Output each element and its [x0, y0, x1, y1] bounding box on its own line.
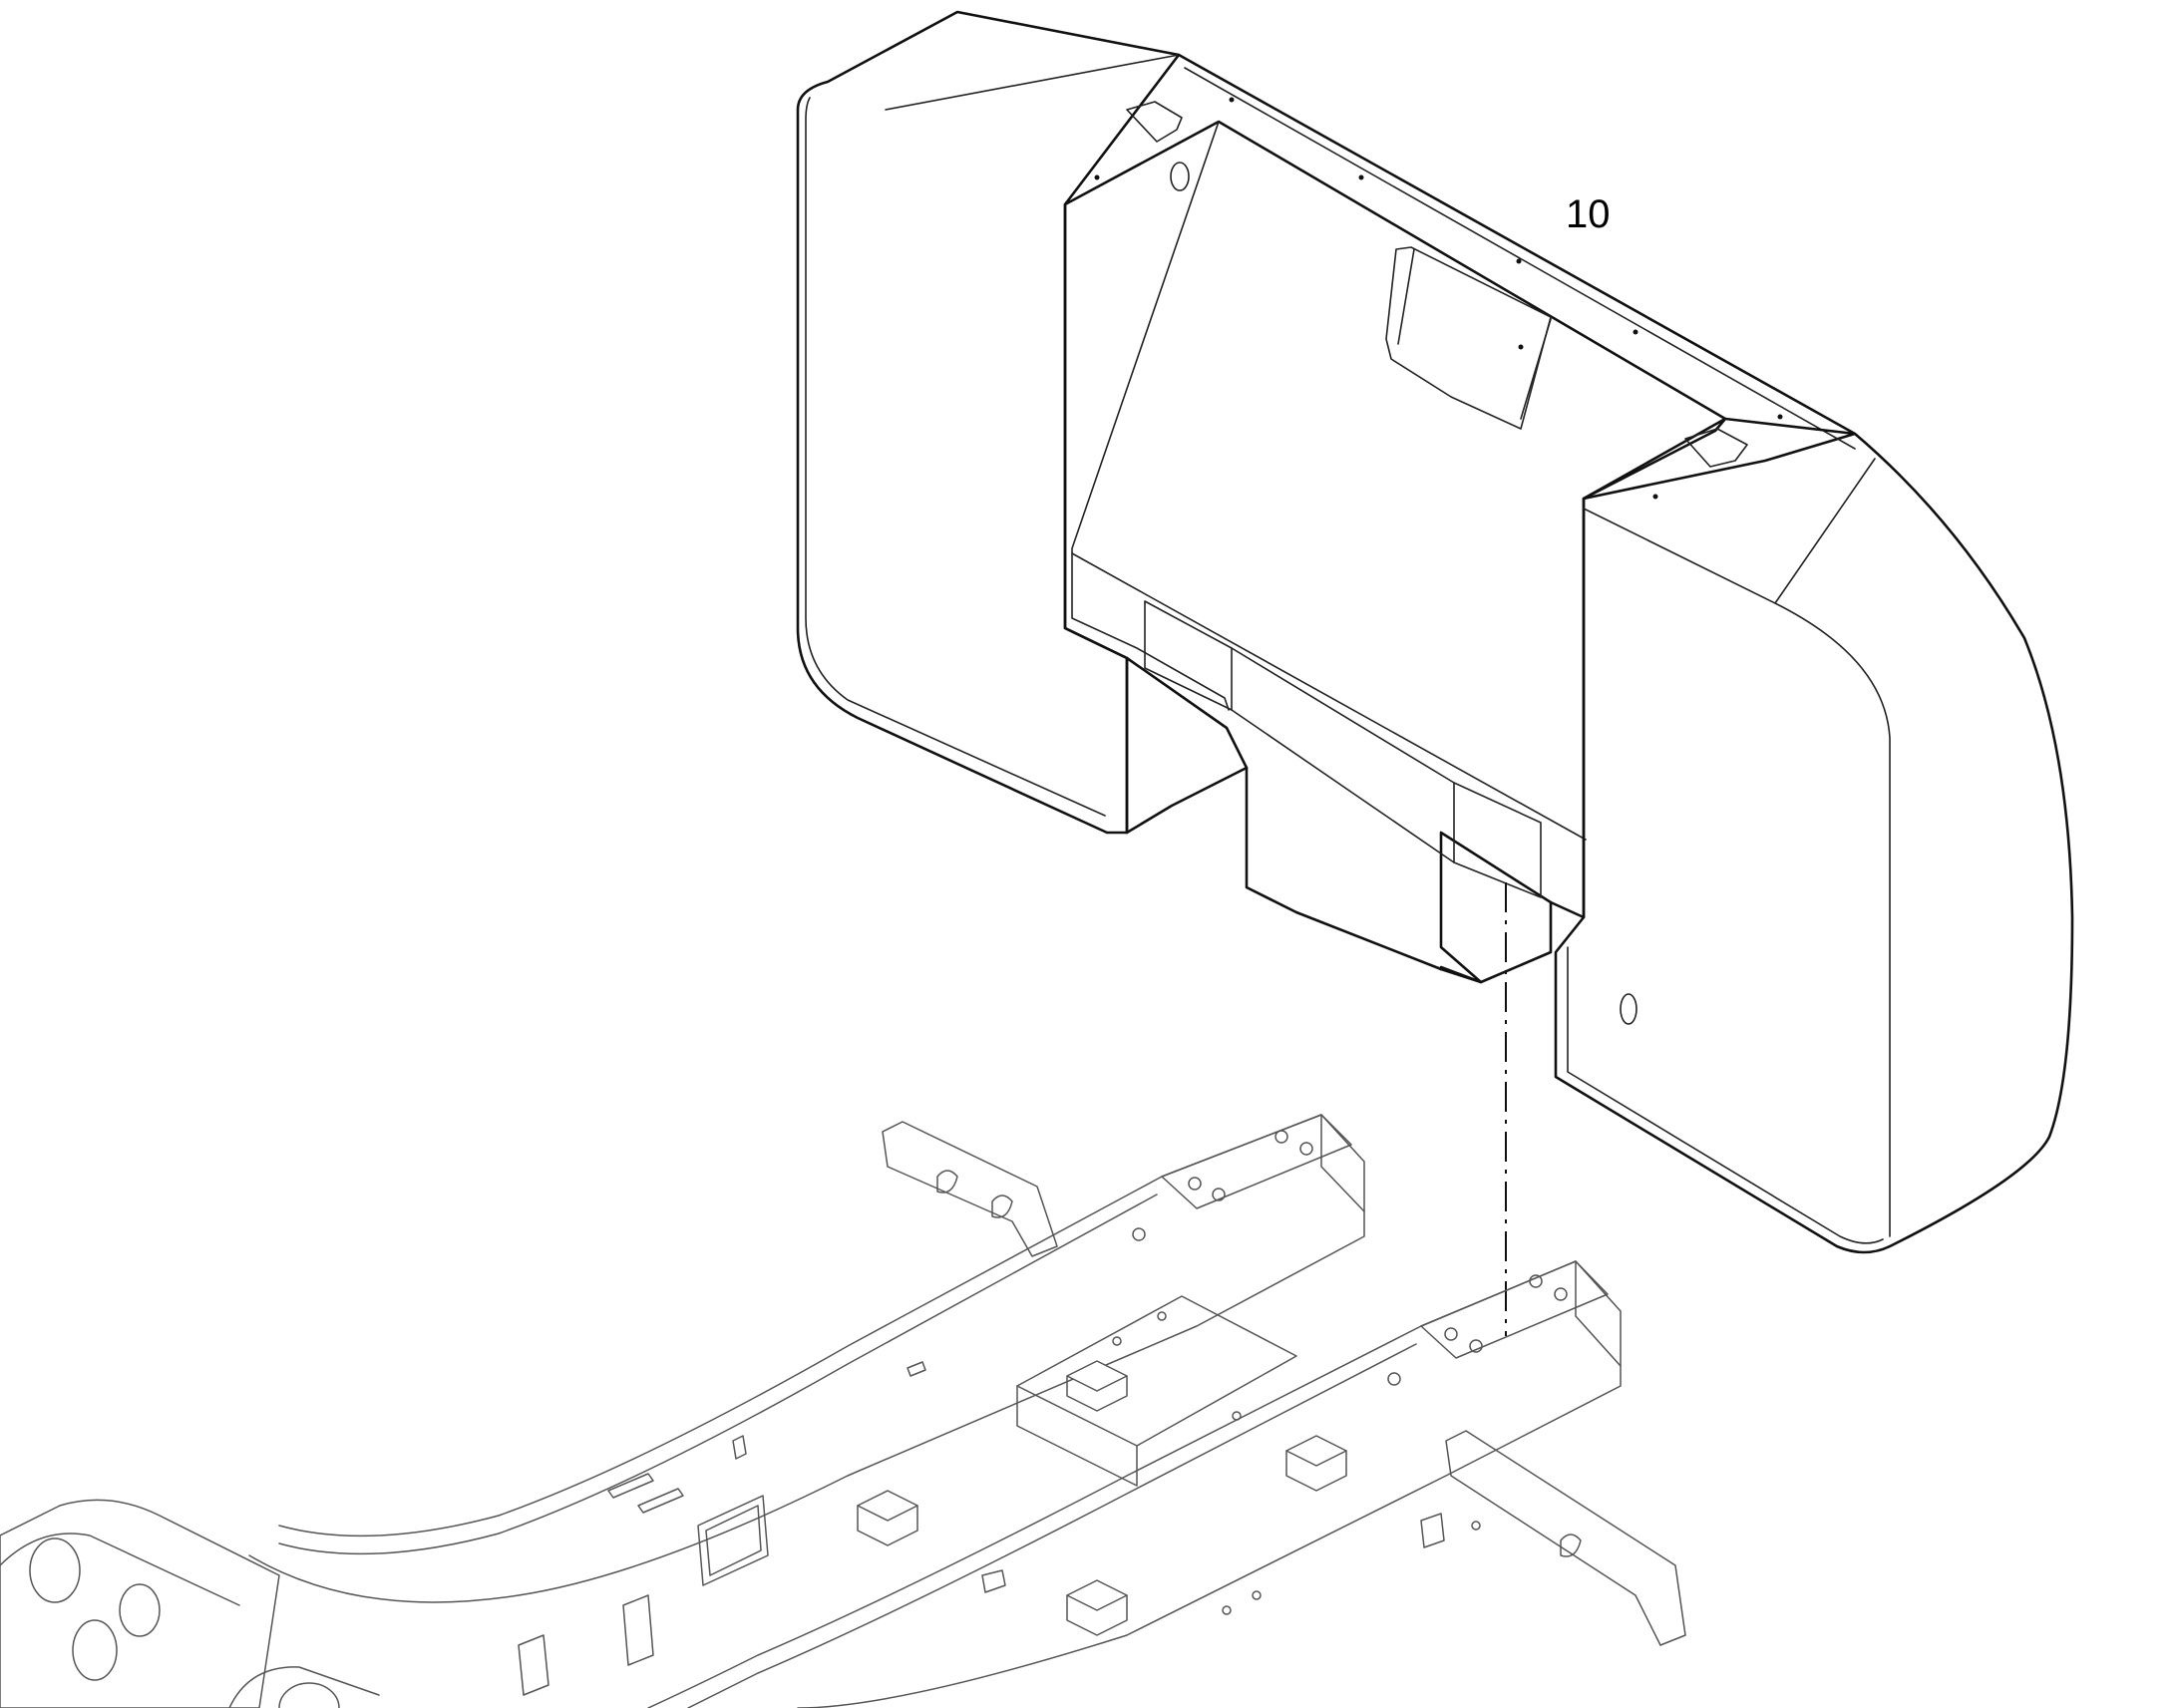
- mounting-pocket: [1385, 246, 1552, 430]
- counterweight-top-rail: [1177, 53, 1857, 501]
- counterweight: [796, 10, 2074, 1254]
- counterweight-right-block: [1554, 417, 2074, 1254]
- lifting-hole-left: [1170, 162, 1190, 191]
- inspection-plate: [697, 1495, 769, 1586]
- cross-bracket-left: [882, 1121, 1058, 1257]
- center-cross-plate: [1016, 1295, 1297, 1447]
- lifting-slot-right: [1684, 428, 1748, 468]
- lifting-hole-right: [1620, 993, 1637, 1025]
- track-frame: [0, 1499, 280, 1708]
- chassis-frame: [0, 1114, 1686, 1708]
- lifting-slot-left: [1126, 101, 1183, 143]
- frame-rail-right: [797, 1260, 1622, 1708]
- counterweight-center-panel: [1063, 120, 1727, 984]
- cross-bracket-right: [1445, 1430, 1686, 1646]
- callout-label-10: 10: [1566, 192, 1611, 236]
- frame-rail-left: [248, 1114, 1365, 1603]
- counterweight-left-block: [796, 10, 1181, 835]
